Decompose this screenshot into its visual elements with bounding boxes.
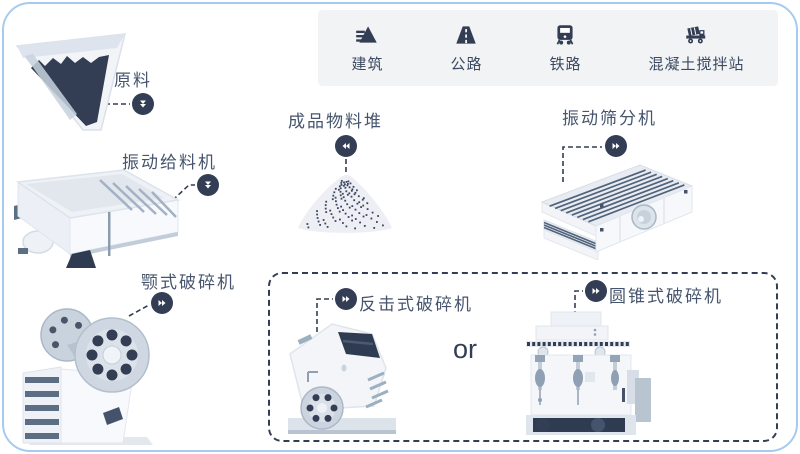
marker-jaw-crusher — [151, 292, 173, 314]
label-raw-material: 原料 — [114, 71, 152, 90]
jaw-crusher-illustration — [15, 295, 165, 447]
impact-crusher-illustration — [280, 318, 408, 440]
application-item-highway: 公路 — [444, 22, 488, 74]
chevron-double-icon — [342, 143, 350, 149]
chevron-double-icon — [612, 143, 620, 149]
marker-vibrating-feeder — [197, 174, 219, 196]
chevron-double-icon — [592, 288, 600, 294]
or-text: or — [453, 334, 478, 364]
chevron-double-icon — [342, 296, 350, 302]
label-impact-crusher: 反击式破碎机 — [359, 295, 473, 314]
application-item-building: 建筑 — [345, 22, 389, 74]
vibrating-feeder-illustration — [12, 168, 190, 273]
marker-vibrating-screen — [605, 135, 627, 157]
cone-crusher-illustration — [523, 300, 688, 442]
chevron-double-icon — [158, 300, 166, 306]
chevron-double-icon — [140, 100, 146, 108]
application-label: 公路 — [450, 56, 483, 73]
application-item-railway: 铁路 — [543, 22, 587, 74]
product-pile-illustration — [295, 168, 395, 236]
crusher-options-box — [268, 272, 778, 442]
vibrating-screen-illustration — [540, 160, 702, 260]
marker-cone-crusher — [585, 280, 607, 302]
label-jaw-crusher: 颚式破碎机 — [141, 273, 236, 292]
label-vibrating-feeder: 振动给料机 — [122, 153, 217, 172]
application-item-concrete-plant: 混凝土搅拌站 — [642, 22, 750, 74]
marker-impact-crusher — [335, 288, 357, 310]
mixer-truck-icon — [686, 26, 706, 44]
marker-raw-material — [132, 93, 154, 115]
highway-icon — [456, 26, 477, 44]
label-cone-crusher: 圆锥式破碎机 — [609, 287, 723, 306]
label-vibrating-screen: 振动筛分机 — [562, 109, 657, 128]
application-label: 建筑 — [351, 56, 384, 73]
application-label: 铁路 — [549, 56, 582, 73]
building-icon — [356, 26, 378, 43]
marker-product-pile — [335, 135, 357, 157]
applications-panel: 建筑 公路 铁路 — [318, 10, 778, 86]
hopper-illustration — [15, 32, 127, 132]
railway-icon — [557, 25, 574, 45]
application-label: 混凝土搅拌站 — [648, 56, 745, 73]
chevron-double-icon — [205, 181, 211, 189]
label-product-pile: 成品物料堆 — [288, 112, 383, 131]
